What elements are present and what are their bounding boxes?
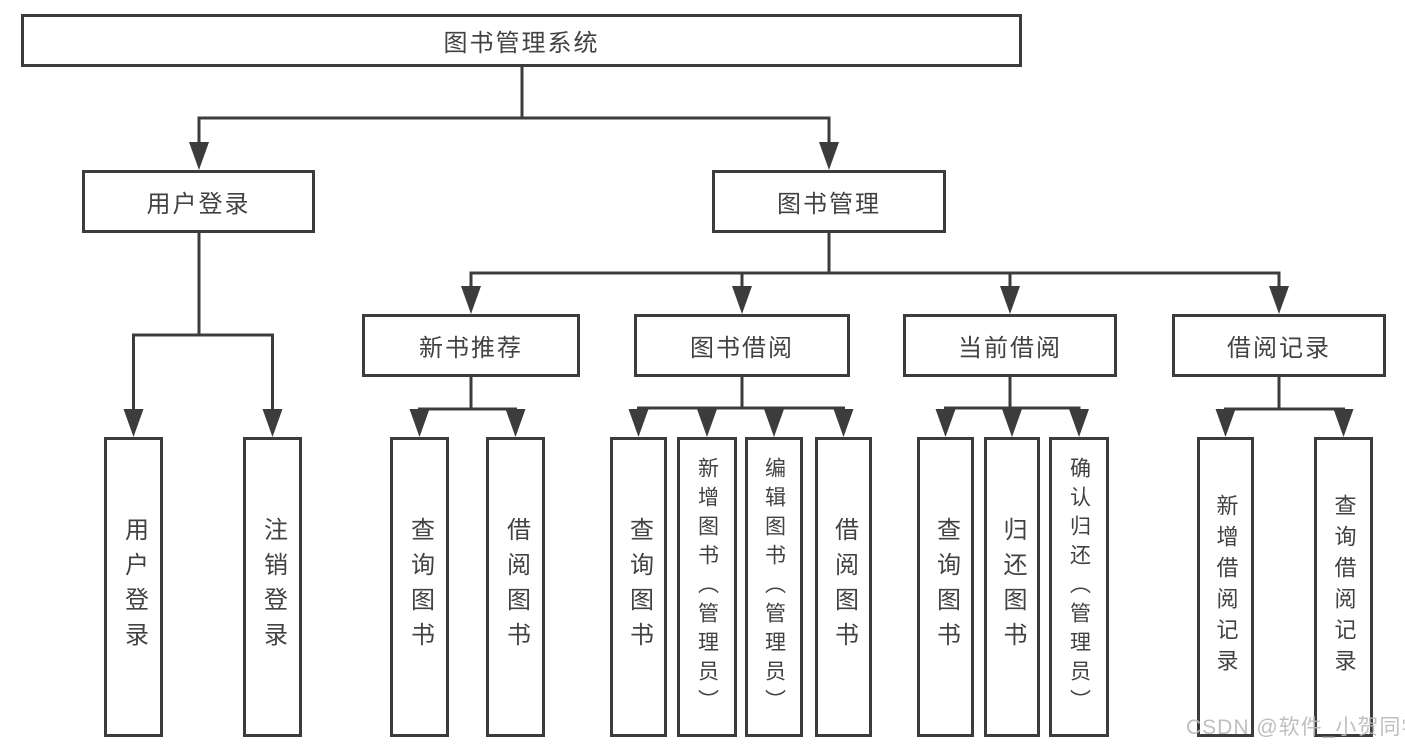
leaf-label: 编辑图书（管理员） (762, 456, 786, 718)
leaf-user-login: 用户登录 (104, 437, 163, 737)
leaf-label: 归还图书 (999, 517, 1026, 657)
arrowhead (697, 409, 717, 437)
leaf-label: 借阅图书 (502, 517, 530, 657)
node-label: 图书借阅 (690, 335, 794, 362)
connector-user-login (132, 233, 274, 413)
leaf-label: 用户登录 (120, 517, 148, 657)
arrowhead (819, 142, 839, 170)
leaf-borrow-edit-books-admin: 编辑图书（管理员） (745, 437, 803, 737)
node-current-borrow: 当前借阅 (903, 314, 1117, 377)
leaf-label: 新增图书（管理员） (695, 456, 719, 718)
arrowhead (764, 409, 784, 437)
node-library-management-system: 图书管理系统 (21, 14, 1022, 67)
arrowhead (461, 286, 481, 314)
leaf-label: 注销登录 (259, 517, 287, 657)
arrowhead (1333, 409, 1354, 437)
leaf-label: 查询图书 (625, 517, 653, 657)
connector-root (197, 67, 831, 146)
arrowhead (123, 409, 144, 437)
arrowhead (628, 409, 649, 437)
leaf-current-query-books: 查询图书 (917, 437, 974, 737)
connector-new-book-recommend (418, 377, 517, 414)
arrowhead (1000, 286, 1020, 314)
leaf-newrec-query-books: 查询图书 (390, 437, 449, 737)
arrowhead (833, 409, 854, 437)
leaf-record-add-borrow-record: 新增借阅记录 (1197, 437, 1254, 737)
node-label: 用户登录 (146, 191, 251, 218)
arrowhead (1069, 409, 1089, 437)
leaf-label: 查询图书 (932, 517, 960, 657)
arrowhead (1002, 409, 1022, 437)
connector-book-management (469, 233, 1281, 292)
node-label: 图书管理系统 (443, 30, 600, 57)
leaf-newrec-borrow-books: 借阅图书 (486, 437, 545, 737)
arrowhead (262, 409, 283, 437)
arrowhead (935, 409, 956, 437)
leaf-borrow-add-books-admin: 新增图书（管理员） (677, 437, 737, 737)
arrowhead (189, 142, 209, 170)
arrowhead (1215, 409, 1236, 437)
arrowhead (409, 409, 430, 437)
node-label: 图书管理 (777, 191, 881, 218)
leaf-label: 借阅图书 (830, 517, 858, 657)
leaf-current-return-books: 归还图书 (984, 437, 1040, 737)
node-book-management: 图书管理 (712, 170, 946, 233)
connector-lines (132, 67, 1345, 414)
arrowhead (505, 409, 526, 437)
node-label: 借阅记录 (1227, 335, 1331, 362)
leaf-borrow-borrow-books: 借阅图书 (815, 437, 872, 737)
leaf-label: 确认归还（管理员） (1067, 456, 1091, 718)
node-label: 当前借阅 (958, 335, 1062, 362)
node-borrow-record: 借阅记录 (1172, 314, 1386, 377)
arrowhead (732, 286, 752, 314)
node-book-borrow: 图书借阅 (634, 314, 850, 377)
connector-book-borrow (637, 377, 845, 414)
connector-arrowheads (123, 142, 1354, 437)
leaf-label: 查询借阅记录 (1331, 494, 1357, 680)
node-user-login: 用户登录 (82, 170, 315, 233)
arrowhead (1269, 286, 1289, 314)
leaf-label: 查询图书 (406, 517, 434, 657)
leaf-label: 新增借阅记录 (1213, 494, 1239, 680)
node-new-book-recommend: 新书推荐 (362, 314, 580, 377)
connector-borrow-record (1224, 377, 1345, 414)
leaf-record-query-borrow-record: 查询借阅记录 (1314, 437, 1373, 737)
leaf-borrow-query-books: 查询图书 (610, 437, 667, 737)
node-label: 新书推荐 (419, 335, 523, 362)
leaf-current-confirm-return-admin: 确认归还（管理员） (1049, 437, 1109, 737)
csdn-watermark: CSDN @软件_小贺同学 (1186, 716, 1405, 739)
connector-current-borrow (944, 377, 1081, 414)
leaf-logout-login: 注销登录 (243, 437, 302, 737)
